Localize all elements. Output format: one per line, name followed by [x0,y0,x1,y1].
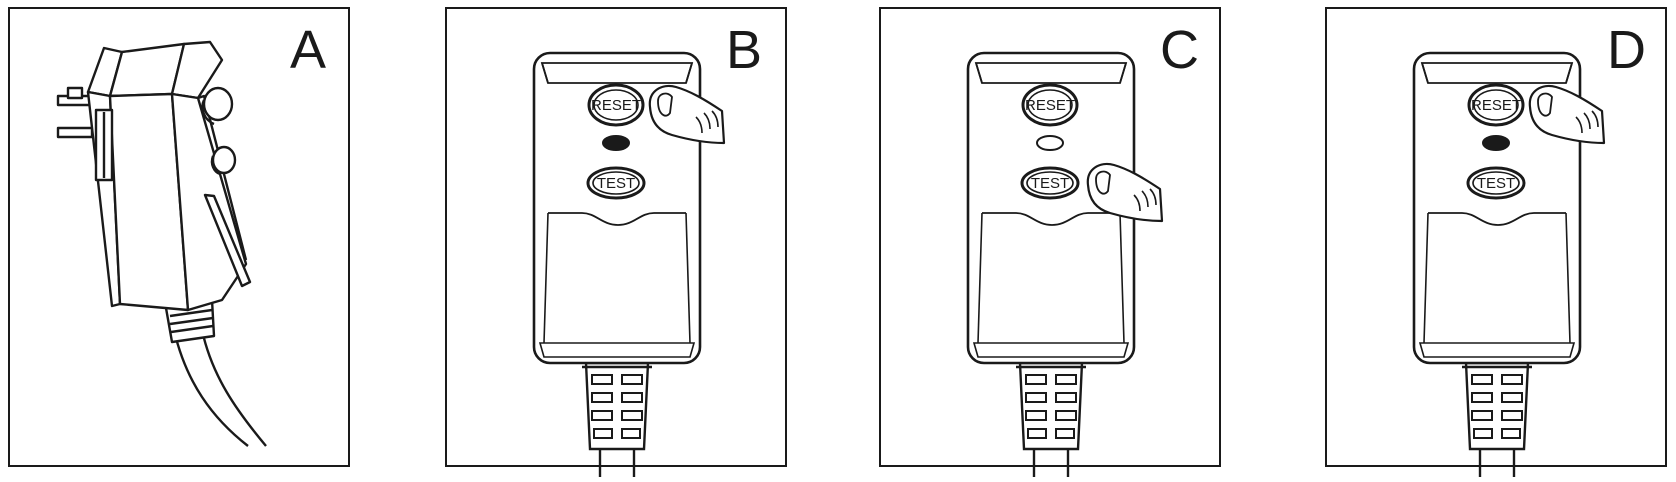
panel-a: A [8,7,350,467]
panel-a-letter: A [290,20,326,80]
panel-d-letter: D [1607,20,1646,80]
indicator-light-dark-b [602,135,630,151]
gfci-plug-d: RESET TEST [1412,51,1606,482]
reset-label-d: RESET [1471,97,1521,114]
test-button-b: TEST [586,166,646,200]
panel-b-letter: B [726,20,762,80]
test-label-b: TEST [597,175,635,192]
reset-button-c: RESET [1021,83,1079,127]
reset-label-c: RESET [1025,97,1075,114]
panel-c-letter: C [1160,20,1199,80]
gfci-plug-c: RESET TEST [966,51,1164,482]
test-button-d: TEST [1466,166,1526,200]
gfci-plug-side-view-icon [56,40,267,447]
reset-button-b: RESET [587,83,645,127]
reset-label-b: RESET [591,97,641,114]
panel-d: D RESET TEST [1325,7,1667,482]
test-label-d: TEST [1477,175,1515,192]
indicator-light-dark-d [1482,135,1510,151]
gfci-plug-b: RESET TEST [532,51,726,482]
reset-button-d: RESET [1467,83,1525,127]
test-button-c: TEST [1020,166,1080,200]
indicator-light-off-c [1036,135,1064,151]
panel-b: B RESET TEST [445,7,787,482]
test-label-c: TEST [1031,175,1069,192]
panel-c: C RESET TEST [879,7,1221,482]
